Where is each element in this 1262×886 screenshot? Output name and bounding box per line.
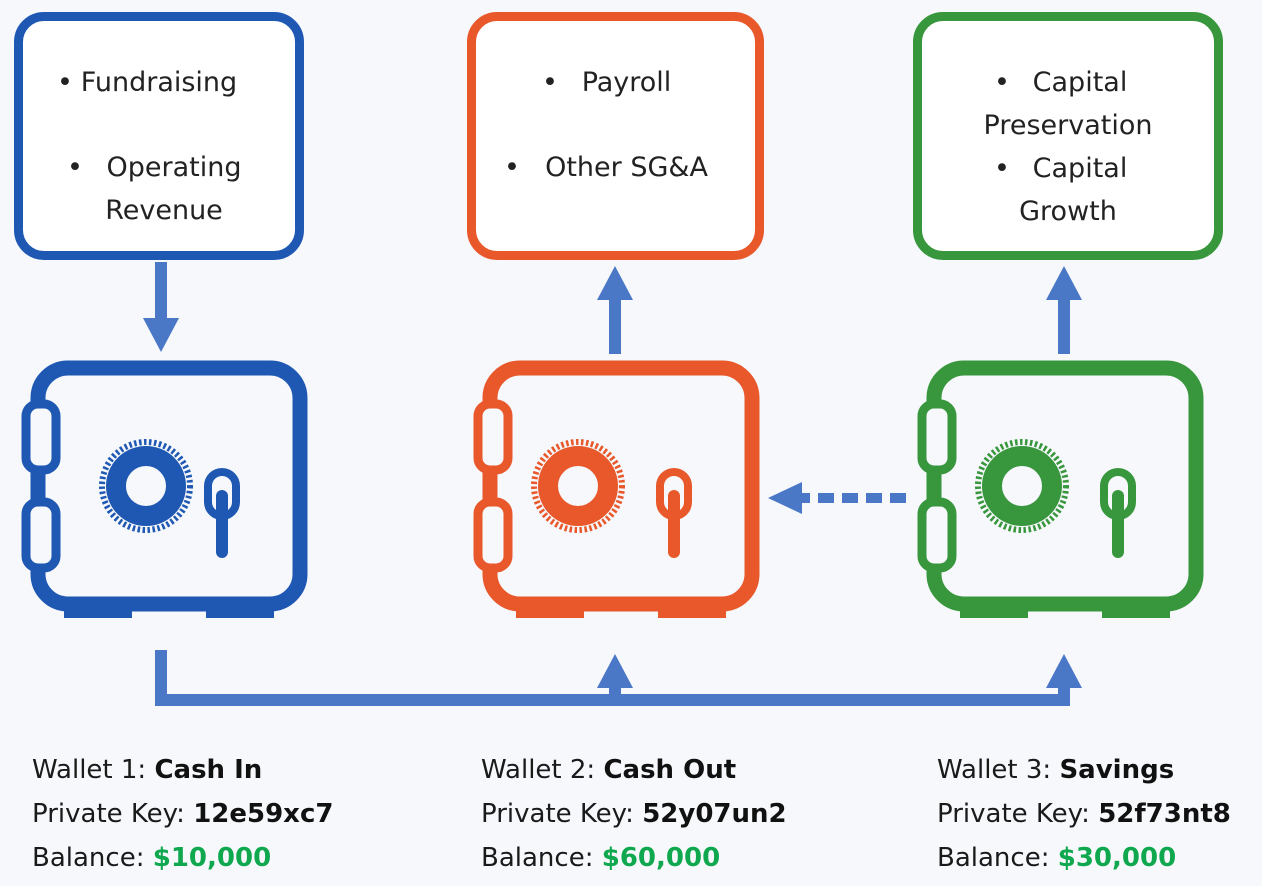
balance-value: $30,000 — [1057, 843, 1177, 873]
list-item-continuation: Preservation — [922, 104, 1214, 147]
private-key-line: Private Key: 12e59xc7 — [32, 792, 333, 836]
list-item-text: Capital — [1032, 67, 1128, 98]
wallet-name-line: Wallet 2: Cash Out — [481, 748, 787, 792]
list-item-text: Payroll — [581, 67, 672, 98]
list-item-continuation: Growth — [922, 190, 1214, 233]
private-key-label: Private Key: — [32, 799, 194, 829]
list-item-continuation: Revenue — [23, 189, 295, 232]
private-key-value: 52y07un2 — [642, 799, 787, 829]
arrow-down-icon — [143, 262, 179, 352]
wallet-name-line: Wallet 1: Cash In — [32, 748, 333, 792]
wallet-name-line: Wallet 3: Savings — [937, 748, 1231, 792]
safe-icon-cash-in — [21, 360, 308, 618]
safe-icon-savings — [917, 360, 1204, 618]
list-item-text: Other SG&A — [545, 152, 708, 183]
list-item-text: Capital — [1032, 153, 1128, 184]
private-key-value: 12e59xc7 — [193, 799, 334, 829]
private-key-line: Private Key: 52f73nt8 — [937, 792, 1231, 836]
arrow-up-icon — [1046, 266, 1082, 354]
balance-line: Balance: $30,000 — [937, 836, 1231, 880]
balance-label: Balance: — [481, 843, 602, 873]
wallet-name: Cash Out — [603, 755, 737, 785]
wallet-name: Savings — [1059, 755, 1175, 785]
private-key-value: 52f73nt8 — [1098, 799, 1231, 829]
dashed-arrow-left-icon — [768, 482, 906, 514]
private-key-label: Private Key: — [937, 799, 1099, 829]
savings-uses-box: • Capital Preservation • Capital Growth — [913, 12, 1223, 260]
balance-value: $60,000 — [601, 843, 721, 873]
private-key-label: Private Key: — [481, 799, 643, 829]
list-item: • Capital — [994, 67, 1128, 98]
list-item: • Payroll — [542, 67, 672, 98]
list-item-text: Revenue — [105, 195, 223, 226]
list-item-text: Preservation — [983, 110, 1153, 141]
private-key-line: Private Key: 52y07un2 — [481, 792, 787, 836]
balance-label: Balance: — [937, 843, 1058, 873]
list-item-text: Growth — [1019, 196, 1117, 227]
wallet-label: Wallet 1: — [32, 755, 155, 785]
list-item: • Other SG&A — [504, 152, 708, 183]
cash-out-uses-box: • Payroll • Other SG&A — [467, 12, 764, 260]
list-item-text: Operating — [106, 152, 242, 183]
safe-icon-cash-out — [473, 360, 760, 618]
list-item: • Fundraising — [57, 67, 238, 98]
balance-value: $10,000 — [152, 843, 272, 873]
wallet-2-caption: Wallet 2: Cash Out Private Key: 52y07un2… — [481, 748, 787, 880]
balance-line: Balance: $60,000 — [481, 836, 787, 880]
list-item: • Operating — [67, 152, 242, 183]
balance-label: Balance: — [32, 843, 153, 873]
balance-line: Balance: $10,000 — [32, 836, 333, 880]
wallet-name: Cash In — [154, 755, 263, 785]
wallet-1-caption: Wallet 1: Cash In Private Key: 12e59xc7 … — [32, 748, 333, 880]
bottom-connector — [155, 650, 1082, 706]
wallet-label: Wallet 3: — [937, 755, 1060, 785]
list-item: • Capital — [994, 153, 1128, 184]
wallet-3-caption: Wallet 3: Savings Private Key: 52f73nt8 … — [937, 748, 1231, 880]
wallet-label: Wallet 2: — [481, 755, 604, 785]
cash-in-sources-box: • Fundraising • Operating Revenue — [14, 12, 304, 260]
arrow-up-icon — [597, 266, 633, 354]
list-item-text: Fundraising — [80, 67, 238, 98]
